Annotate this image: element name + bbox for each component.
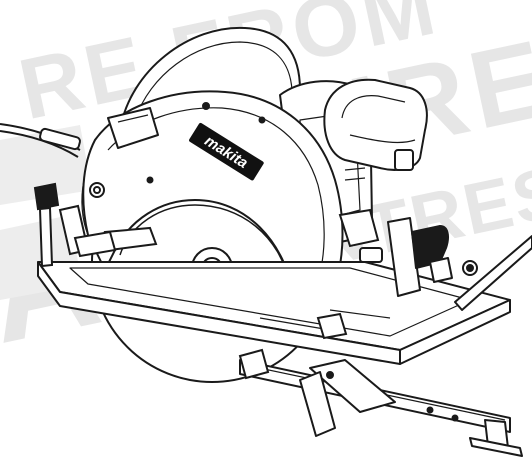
rear-handle [323,78,428,171]
front-bevel-bracket [33,182,117,268]
power-cord [0,123,81,158]
rip-fence [239,235,532,457]
retract-lever [238,312,348,380]
depth-knob [338,208,383,263]
front-guard [81,90,344,326]
rear-bevel-bracket [387,217,478,297]
base-plate [37,261,511,365]
